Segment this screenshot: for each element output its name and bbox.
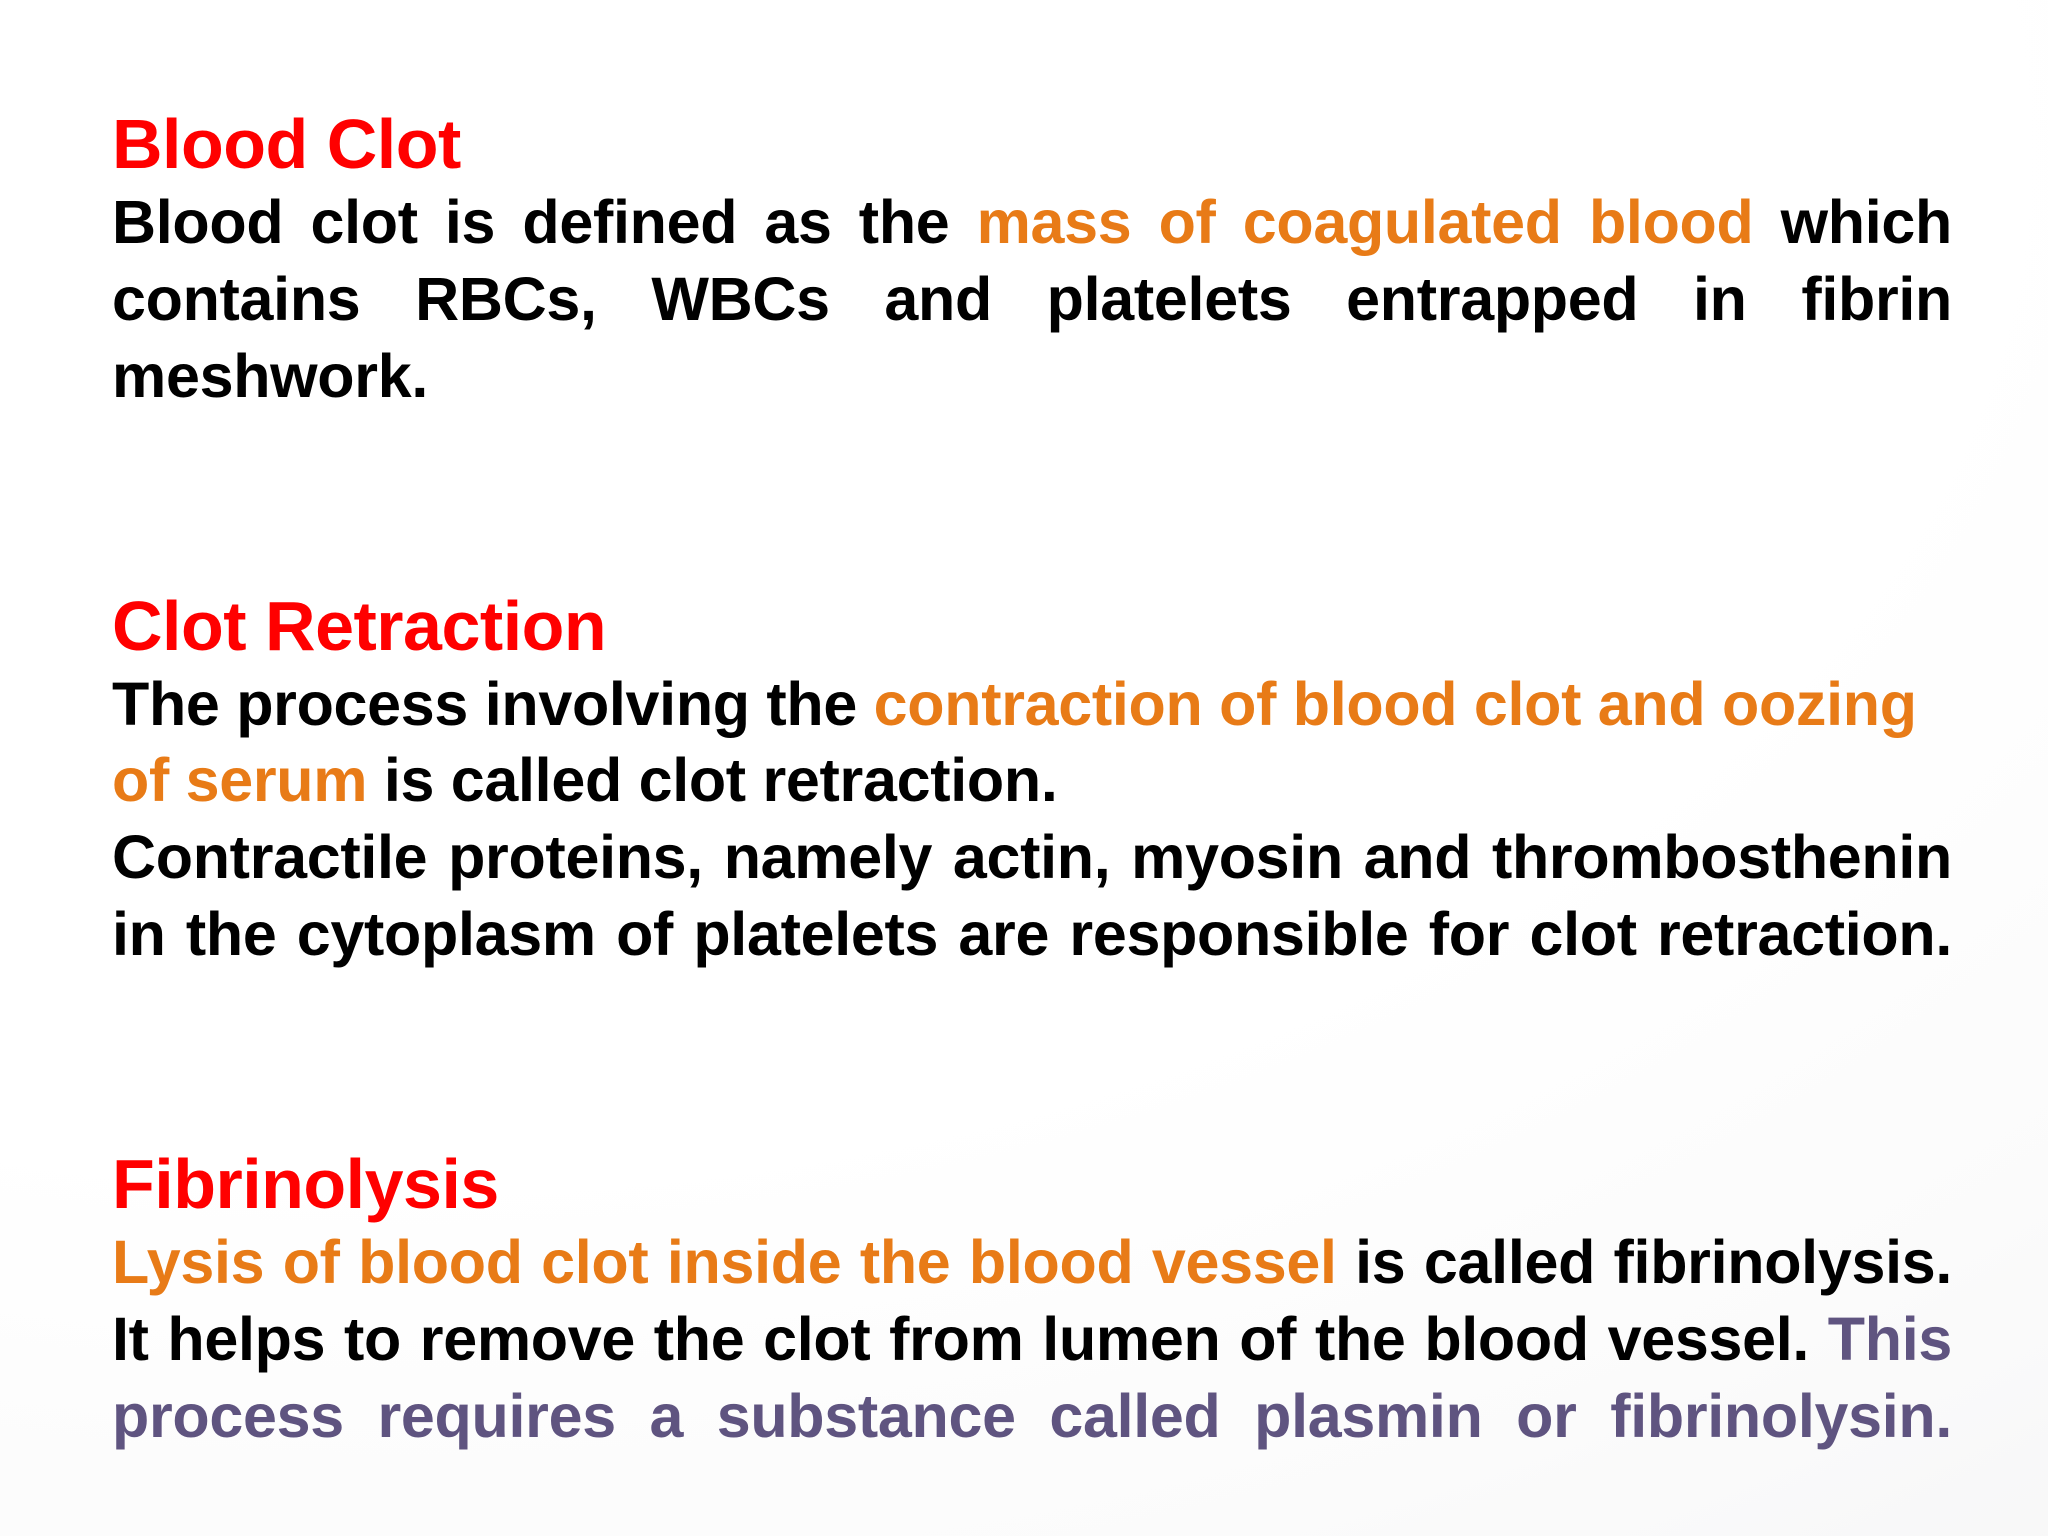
paragraph-fibrinolysis-definition: Lysis of blood clot inside the blood ves… bbox=[112, 1224, 1952, 1531]
text-run: Blood clot is defined as the bbox=[112, 188, 977, 257]
paragraph-contractile-proteins: Contractile proteins, namely actin, myos… bbox=[112, 819, 1952, 1050]
text-run: The process involving the bbox=[112, 669, 874, 738]
section-blood-clot: Blood Clot Blood clot is defined as the … bbox=[112, 108, 1952, 492]
highlight-run-purple: This process requires a substance called… bbox=[112, 1304, 1952, 1450]
section-fibrinolysis: Fibrinolysis Lysis of blood clot inside … bbox=[112, 1148, 1952, 1532]
section-heading-blood-clot: Blood Clot bbox=[112, 105, 461, 183]
highlight-run-orange: mass of coagulated blood bbox=[976, 188, 1754, 257]
slide-content: Blood Clot Blood clot is defined as the … bbox=[112, 108, 1952, 1531]
paragraph-blood-clot-definition: Blood clot is defined as the mass of coa… bbox=[112, 184, 1952, 491]
text-run: which contains RBCs, WBCs and platelets … bbox=[112, 188, 1953, 410]
paragraph-clot-retraction-definition: The process involving the contraction of… bbox=[112, 666, 1952, 820]
section-heading-fibrinolysis: Fibrinolysis bbox=[112, 1144, 499, 1223]
justify-spacer bbox=[112, 977, 1952, 1045]
section-heading-clot-retraction: Clot Retraction bbox=[112, 586, 607, 665]
text-run: Contractile proteins, namely actin, myos… bbox=[112, 823, 1952, 969]
text-run: is called fibrinolysis. It helps to remo… bbox=[112, 1228, 1952, 1373]
highlight-run-orange: Lysis of blood clot inside the blood ves… bbox=[112, 1228, 1337, 1297]
justify-spacer bbox=[112, 419, 1952, 487]
highlight-run-orange: contraction of blood clot and oozing of … bbox=[112, 669, 1917, 815]
section-clot-retraction: Clot Retraction The process involving th… bbox=[112, 586, 1952, 1050]
text-run: is called clot retraction. bbox=[367, 746, 1058, 815]
justify-spacer bbox=[112, 1459, 1952, 1527]
